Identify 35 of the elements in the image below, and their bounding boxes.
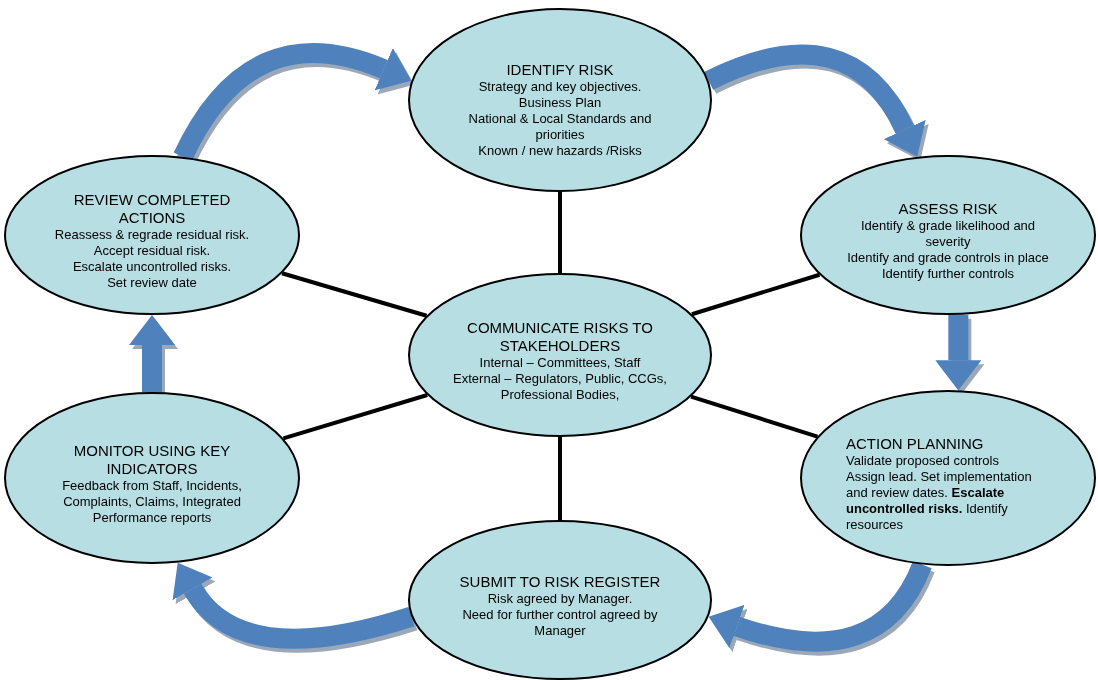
node-text: Identify further controls	[881, 266, 1015, 283]
node-text: Identify and grade controls in place	[847, 250, 1049, 267]
node-text: Escalate uncontrolled risks.	[72, 259, 232, 275]
node-text: Feedback from Staff, Incidents, Complaints, Claims, Integrated Performance reports	[61, 478, 243, 526]
node-heading: MONITOR USING KEY INDICATORS	[72, 442, 232, 478]
node-text: Known / new hazards /Risks	[478, 143, 642, 159]
connector-line	[558, 192, 562, 273]
node-text: Identify & grade likelihood and severity	[859, 218, 1037, 251]
node-text: Need for further control agreed by Manager	[461, 607, 659, 639]
curved-block-arrow	[704, 44, 926, 157]
connector-line	[281, 271, 428, 318]
node-heading: COMMUNICATE RISKS TO STAKEHOLDERS	[466, 319, 654, 355]
node-heading: IDENTIFY RISK	[506, 61, 614, 79]
curved-block-arrow	[708, 560, 932, 652]
node-text: Internal – Committees, Staff	[479, 355, 641, 371]
node-heading: REVIEW COMPLETED ACTIONS	[72, 191, 232, 227]
connector-line	[691, 272, 821, 317]
node-heading: ACTION PLANNING	[846, 435, 984, 453]
node-text: Set review date	[107, 275, 197, 291]
curved-block-arrow	[129, 315, 175, 392]
curved-block-arrow	[173, 563, 415, 649]
node-text: Validate proposed controls	[846, 453, 999, 469]
node-text: Business Plan	[518, 95, 602, 111]
connector-line	[690, 394, 818, 439]
node-text: Assign lead. Set implementation and review dates. Escalate uncontrolled risks. Identify resources	[846, 469, 1033, 533]
node-text: Reassess & regrade residual risk. Accept residual risk.	[53, 227, 251, 259]
node-text: Strategy and key objectives.	[478, 79, 642, 95]
node-text: National & Local Standards and priorities	[467, 111, 653, 143]
connector-line	[558, 437, 562, 520]
node-heading: ASSESS RISK	[898, 200, 998, 219]
curved-block-arrow	[935, 314, 982, 391]
node-heading: SUBMIT TO RISK REGISTER	[459, 573, 661, 591]
connector-line	[282, 393, 428, 441]
node-text: External – Regulators, Public, CCGs, Professional Bodies,	[452, 371, 668, 403]
node-text: Risk agreed by Manager.	[487, 591, 633, 607]
